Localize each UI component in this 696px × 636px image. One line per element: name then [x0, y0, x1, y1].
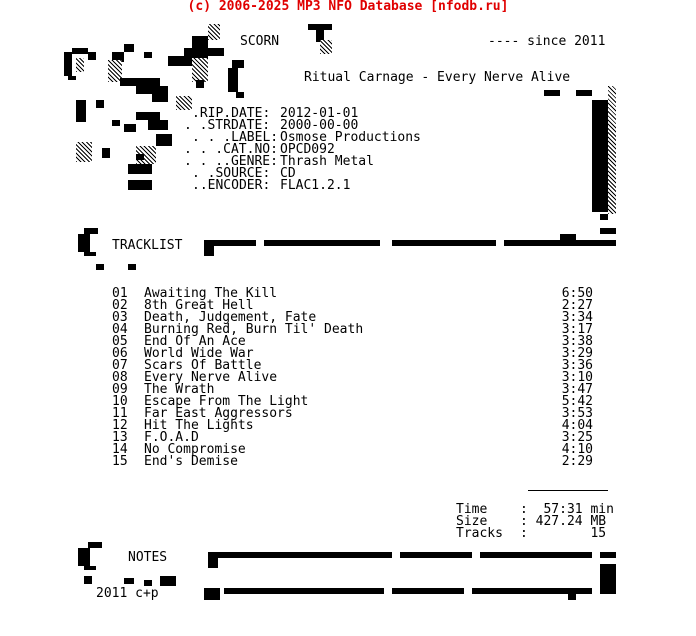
info-label: . . .CAT.NO:	[184, 142, 278, 157]
info-value: OPCD092	[280, 142, 335, 157]
track-number: 03	[112, 310, 128, 325]
track-number: 09	[112, 382, 128, 397]
info-value: Osmose Productions	[280, 130, 421, 145]
track-duration: 3:53	[561, 406, 593, 421]
notes-title: NOTES	[128, 550, 168, 565]
track-duration: 3:25	[561, 430, 593, 445]
track-duration: 3:47	[561, 382, 593, 397]
track-duration: 3:36	[561, 358, 593, 373]
track-duration: 4:10	[561, 442, 593, 457]
size-value: : 427.24 MB	[520, 514, 607, 529]
track-duration: 5:42	[561, 394, 593, 409]
track-title: Far East Aggressors	[144, 406, 293, 421]
track-duration: 3:17	[561, 322, 593, 337]
track-title: No Compromise	[144, 442, 246, 457]
time-value: : 57:31 min	[520, 502, 614, 517]
tracklist-title: TRACKLIST	[112, 238, 183, 253]
info-label: . . ..GENRE:	[184, 154, 278, 169]
track-number: 14	[112, 442, 128, 457]
track-duration: 3:38	[561, 334, 593, 349]
track-title: Death, Judgement, Fate	[144, 310, 317, 325]
track-duration: 2:27	[561, 298, 593, 313]
track-number: 12	[112, 418, 128, 433]
time-label: Time	[456, 502, 488, 517]
track-duration: 3:34	[561, 310, 593, 325]
info-value: Thrash Metal	[280, 154, 374, 169]
track-duration: 3:29	[561, 346, 593, 361]
track-number: 15	[112, 454, 128, 469]
track-number: 05	[112, 334, 128, 349]
track-title: Burning Red, Burn Til' Death	[144, 322, 364, 337]
track-number: 06	[112, 346, 128, 361]
tracks-label: Tracks	[456, 526, 503, 541]
notes-text: 2011 c+p	[96, 586, 159, 601]
track-title: Every Nerve Alive	[144, 370, 278, 385]
track-title: World Wide War	[144, 346, 254, 361]
group-name: SCORN	[240, 34, 280, 49]
info-value: FLAC1.2.1	[280, 178, 351, 193]
info-label: . .STRDATE:	[184, 118, 271, 133]
track-duration: 6:50	[561, 286, 593, 301]
info-label: . . .LABEL:	[192, 130, 279, 145]
track-duration: 3:10	[561, 370, 593, 385]
info-value: 2000-00-00	[280, 118, 359, 133]
track-title: End's Demise	[144, 454, 238, 469]
track-number: 02	[112, 298, 128, 313]
track-title: The Wrath	[144, 382, 215, 397]
track-number: 07	[112, 358, 128, 373]
info-value: CD	[280, 166, 296, 181]
since-text: ---- since 2011	[488, 34, 606, 49]
info-label: ..ENCODER:	[192, 178, 271, 193]
track-title: F.O.A.D	[144, 430, 199, 445]
track-number: 10	[112, 394, 128, 409]
track-number: 04	[112, 322, 128, 337]
track-number: 01	[112, 286, 128, 301]
track-title: Awaiting The Kill	[144, 286, 278, 301]
track-title: Scars Of Battle	[144, 358, 262, 373]
totals-rule	[528, 490, 608, 491]
site-header: (c) 2006-2025 MP3 NFO Database [nfodb.ru…	[187, 0, 509, 14]
track-title: Hit The Lights	[144, 418, 254, 433]
track-number: 13	[112, 430, 128, 445]
track-title: End Of An Ace	[144, 334, 246, 349]
tracks-value: : 15	[520, 526, 607, 541]
info-label: . .SOURCE:	[192, 166, 271, 181]
info-value: 2012-01-01	[280, 106, 359, 121]
info-label: .RIP.DATE:	[192, 106, 271, 121]
size-label: Size	[456, 514, 488, 529]
track-number: 11	[112, 406, 128, 421]
release-title: Ritual Carnage - Every Nerve Alive	[304, 70, 571, 85]
track-duration: 4:04	[561, 418, 593, 433]
track-duration: 2:29	[561, 454, 593, 469]
track-title: 8th Great Hell	[144, 298, 254, 313]
track-number: 08	[112, 370, 128, 385]
track-title: Escape From The Light	[144, 394, 309, 409]
